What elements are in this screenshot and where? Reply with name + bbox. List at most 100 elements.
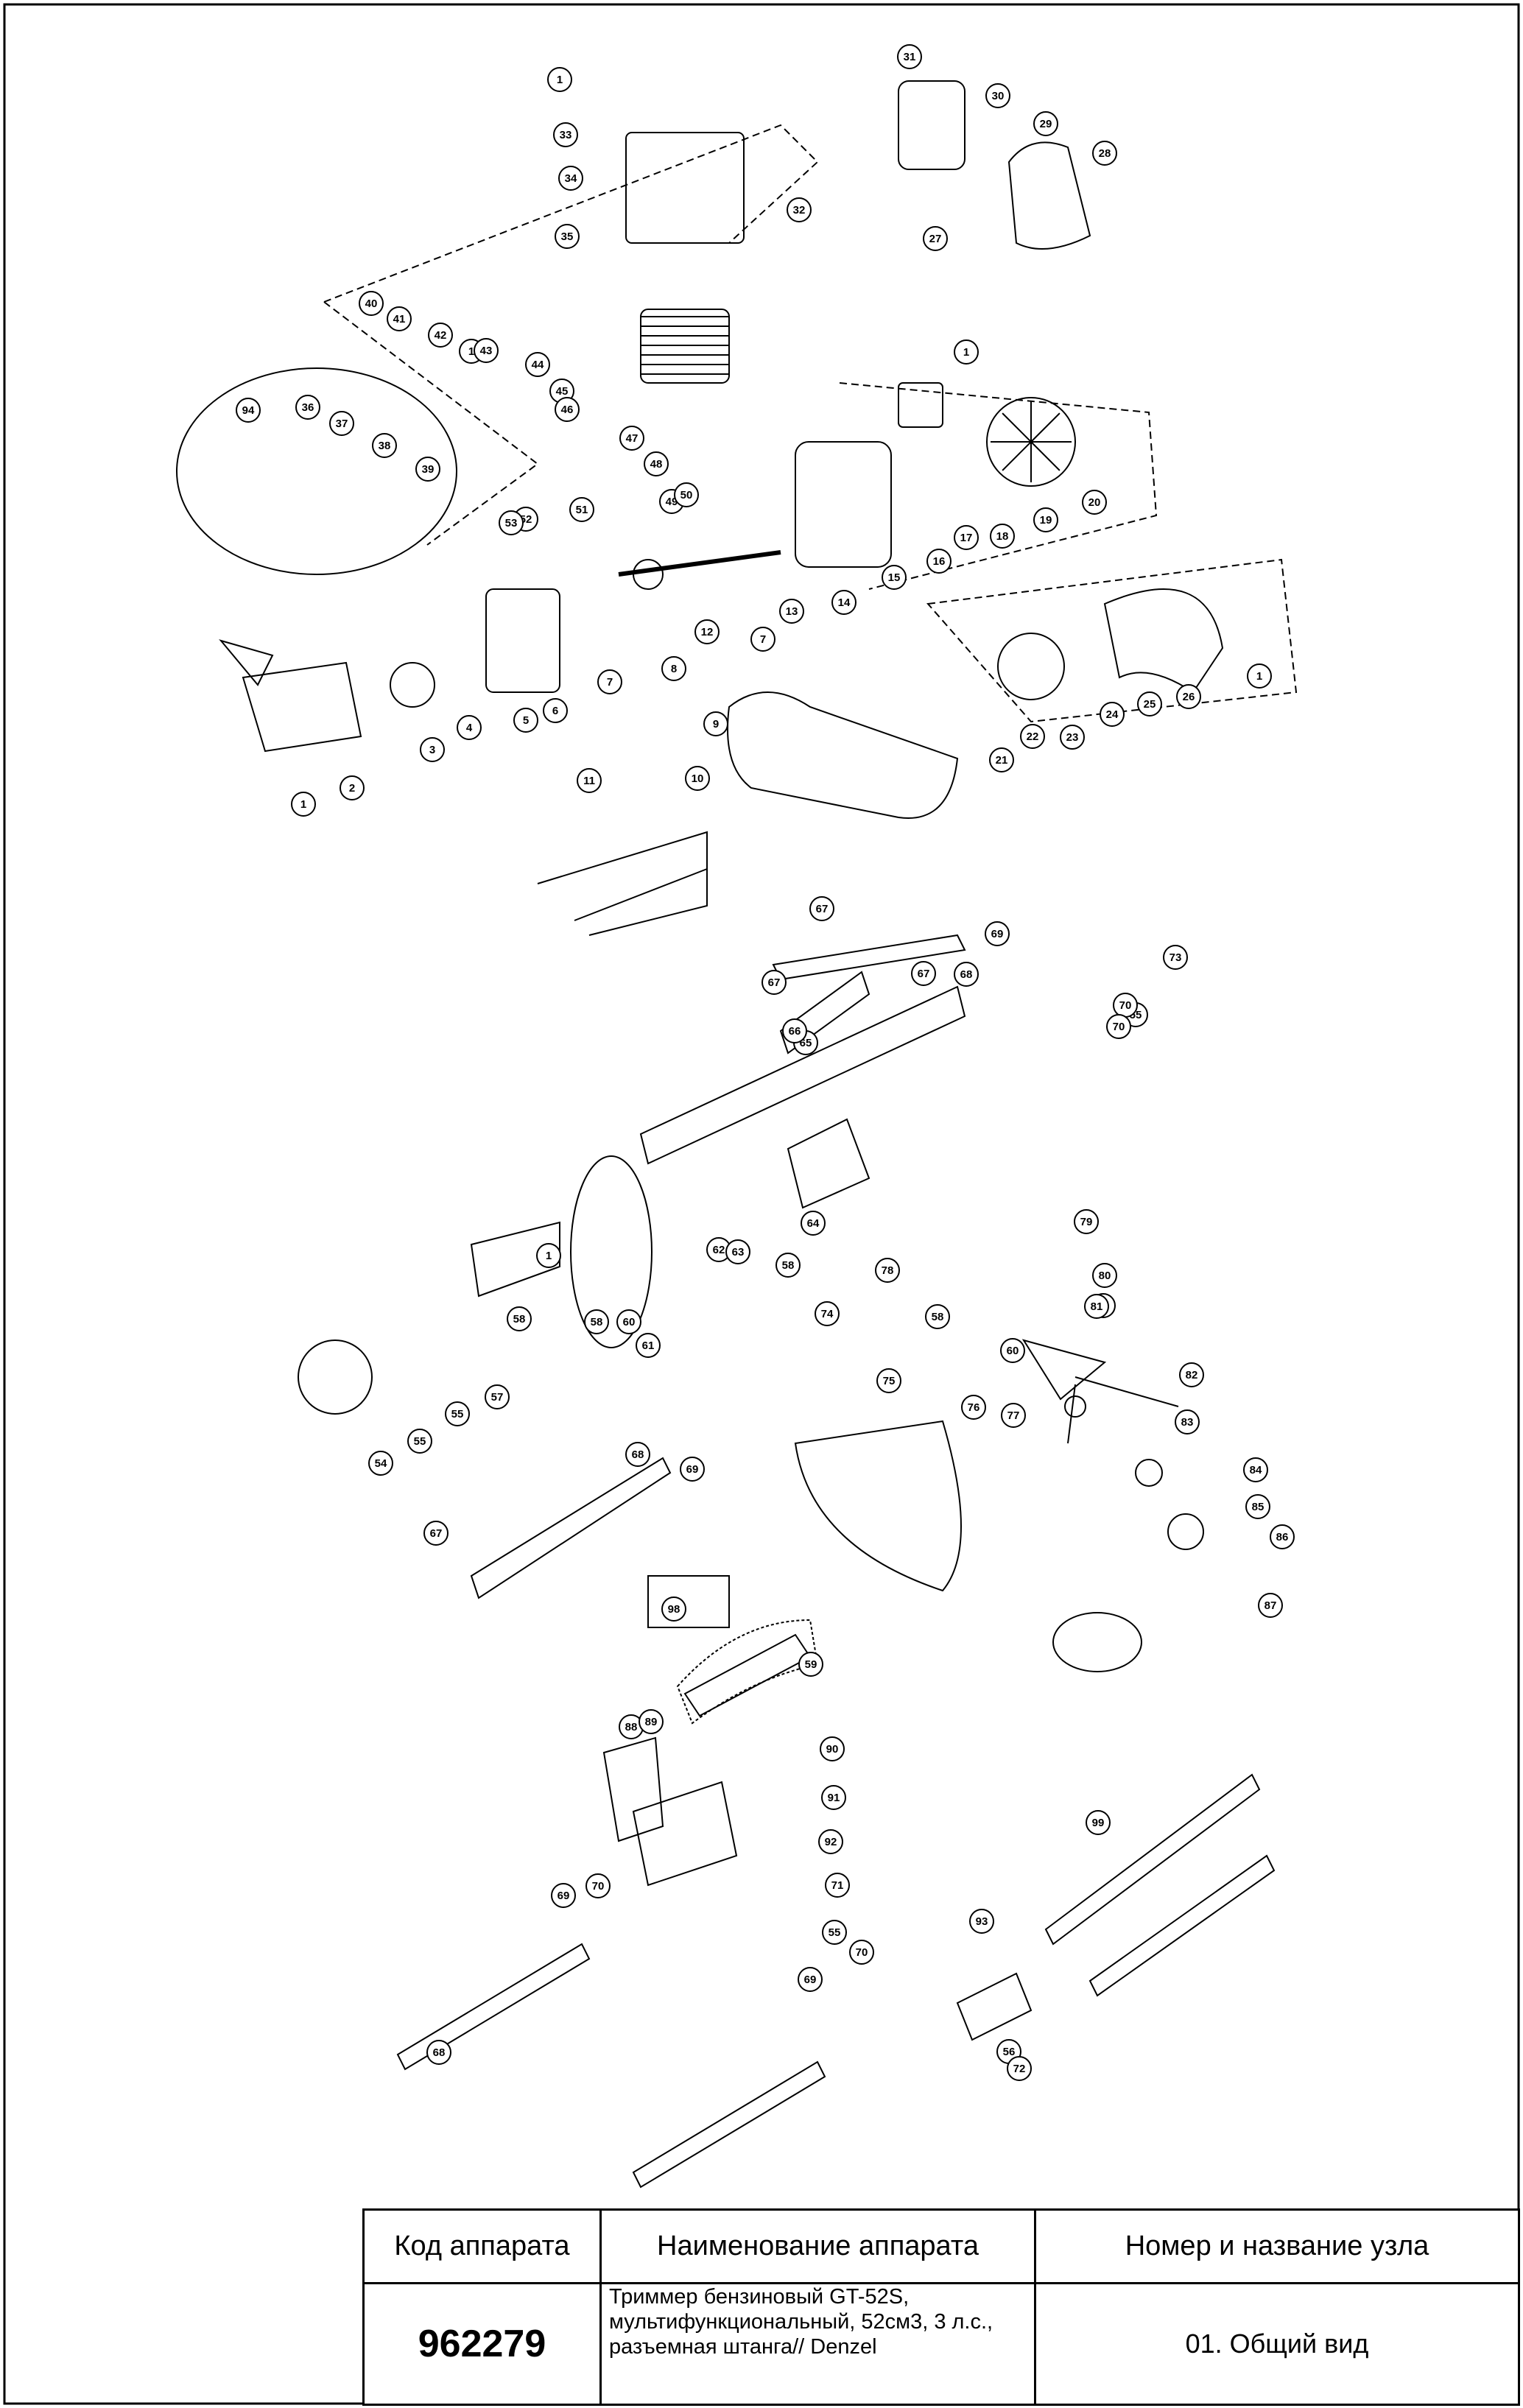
callout-circle xyxy=(661,1596,686,1622)
callout-circle xyxy=(911,961,936,986)
callout-number: 77 xyxy=(1007,1409,1020,1422)
callout-circle xyxy=(415,457,440,482)
callout-number: 82 xyxy=(1186,1369,1198,1381)
header-name: Наименование аппарата xyxy=(602,2211,1036,2284)
callout-77: 77 xyxy=(1001,1403,1026,1428)
engine-group-outline xyxy=(323,124,819,303)
callout-1: 1 xyxy=(536,1243,561,1268)
callout-circle xyxy=(636,1333,661,1358)
callout-circle xyxy=(423,1521,449,1546)
callout-circle xyxy=(1092,141,1117,166)
callout-circle xyxy=(558,166,583,191)
callout-68: 68 xyxy=(954,962,979,987)
callout-number: 18 xyxy=(996,530,1009,543)
callout-number: 14 xyxy=(838,596,851,609)
callout-circle xyxy=(849,1940,874,1965)
callout-40: 40 xyxy=(359,291,384,316)
callout-57: 57 xyxy=(485,1384,510,1409)
callout-circle xyxy=(801,1211,826,1236)
callout-1: 1 xyxy=(291,792,316,817)
callout-1: 1 xyxy=(954,339,979,365)
air-filter-body xyxy=(898,80,965,170)
callout-number: 70 xyxy=(1119,999,1132,1012)
callout-circle xyxy=(822,1920,847,1945)
callout-number: 1 xyxy=(300,798,306,811)
callout-number: 50 xyxy=(680,489,693,501)
grip-handle xyxy=(787,1118,870,1209)
callout-number: 73 xyxy=(1169,951,1182,964)
callout-circle xyxy=(639,1709,664,1734)
callout-circle xyxy=(725,1239,750,1264)
callout-circle xyxy=(407,1429,432,1454)
callout-number: 67 xyxy=(430,1527,443,1540)
callout-number: 83 xyxy=(1181,1416,1194,1429)
three-tooth-blade xyxy=(1021,1339,1179,1444)
callout-73: 73 xyxy=(1163,945,1188,970)
callout-37: 37 xyxy=(329,411,354,436)
callout-circle xyxy=(820,1736,845,1761)
callout-circle xyxy=(555,224,580,249)
clutch-drum-cover xyxy=(1103,588,1224,694)
callout-circle xyxy=(536,1243,561,1268)
callout-7: 7 xyxy=(597,669,622,694)
callout-number: 8 xyxy=(671,663,677,675)
callout-number: 74 xyxy=(821,1308,834,1320)
callout-10: 10 xyxy=(685,766,710,791)
callout-circle xyxy=(553,122,578,147)
callout-60: 60 xyxy=(616,1309,641,1334)
callout-number: 70 xyxy=(856,1946,868,1959)
callout-55: 55 xyxy=(822,1920,847,1945)
callout-number: 42 xyxy=(435,329,447,342)
callout-86: 86 xyxy=(1270,1524,1295,1549)
callout-circle xyxy=(779,599,804,624)
callout-1: 1 xyxy=(1247,663,1272,689)
callout-circle xyxy=(961,1395,986,1420)
callout-number: 54 xyxy=(375,1457,387,1470)
callout-number: 7 xyxy=(760,633,766,646)
callout-number: 21 xyxy=(996,754,1008,767)
blade-washer xyxy=(1135,1459,1163,1487)
callout-84: 84 xyxy=(1243,1457,1268,1482)
callout-number: 61 xyxy=(642,1339,655,1352)
callout-number: 55 xyxy=(414,1435,426,1448)
callout-20: 20 xyxy=(1082,490,1107,515)
callout-16: 16 xyxy=(926,549,952,574)
callout-48: 48 xyxy=(644,451,669,476)
callout-51: 51 xyxy=(569,497,594,522)
hedge-blade-lower xyxy=(1088,1854,1276,1997)
carburetor-group-outline xyxy=(323,301,539,546)
callout-circle xyxy=(507,1306,532,1331)
callout-61: 61 xyxy=(636,1333,661,1358)
callout-number: 98 xyxy=(668,1603,680,1616)
crankcase-half xyxy=(795,441,892,568)
callout-number: 10 xyxy=(692,772,704,785)
callout-circle xyxy=(1001,1403,1026,1428)
callout-circle xyxy=(426,2040,451,2065)
callout-circle xyxy=(703,711,728,736)
callout-circle xyxy=(989,747,1014,772)
callout-circle xyxy=(798,1967,823,1992)
callout-number: 5 xyxy=(523,714,529,727)
callout-number: 59 xyxy=(805,1658,817,1671)
callout-number: 31 xyxy=(904,51,916,63)
callout-number: 57 xyxy=(491,1391,504,1404)
callout-circle xyxy=(644,451,669,476)
callout-circle xyxy=(340,775,365,800)
callout-circle xyxy=(809,896,834,921)
callout-15: 15 xyxy=(882,565,907,590)
callout-number: 58 xyxy=(513,1313,526,1326)
callout-circle xyxy=(445,1401,470,1426)
callout-circle xyxy=(985,921,1010,946)
callout-circle xyxy=(1000,1338,1025,1363)
callout-number: 62 xyxy=(713,1244,725,1256)
callout-circle xyxy=(762,970,787,995)
lower-shaft-3 xyxy=(632,2060,826,2189)
callout-99: 99 xyxy=(1086,1810,1111,1835)
callout-14: 14 xyxy=(831,590,857,615)
callout-circle xyxy=(474,338,499,363)
callout-number: 68 xyxy=(960,968,973,981)
callout-number: 67 xyxy=(918,968,930,980)
callout-number: 4 xyxy=(466,722,473,734)
callout-number: 12 xyxy=(701,626,714,638)
